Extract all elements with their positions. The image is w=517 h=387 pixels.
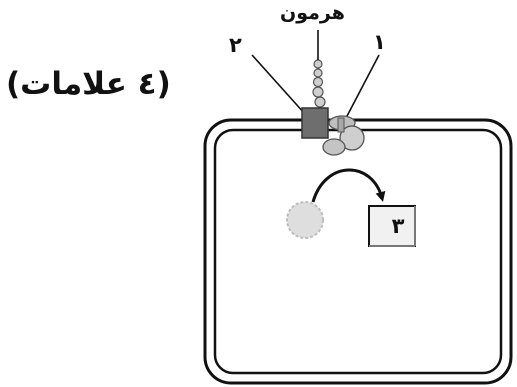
label-3: ٣ [391,214,405,238]
substrate-circle [286,201,324,239]
label-2: ٢ [229,33,242,57]
receptor-protein [301,107,329,139]
pointer-line-1 [345,54,380,119]
cell-membrane-inner [213,128,503,375]
hormone-label: هرمون [280,2,345,24]
reaction-arrow [311,168,386,203]
membrane-protein [322,115,365,156]
label-1: ١ [373,30,386,54]
pointer-line-2 [251,54,306,115]
marks-label: (٤ علامات) [6,66,171,102]
hormone-molecule [312,59,326,108]
cell-membrane-outer [203,118,513,385]
